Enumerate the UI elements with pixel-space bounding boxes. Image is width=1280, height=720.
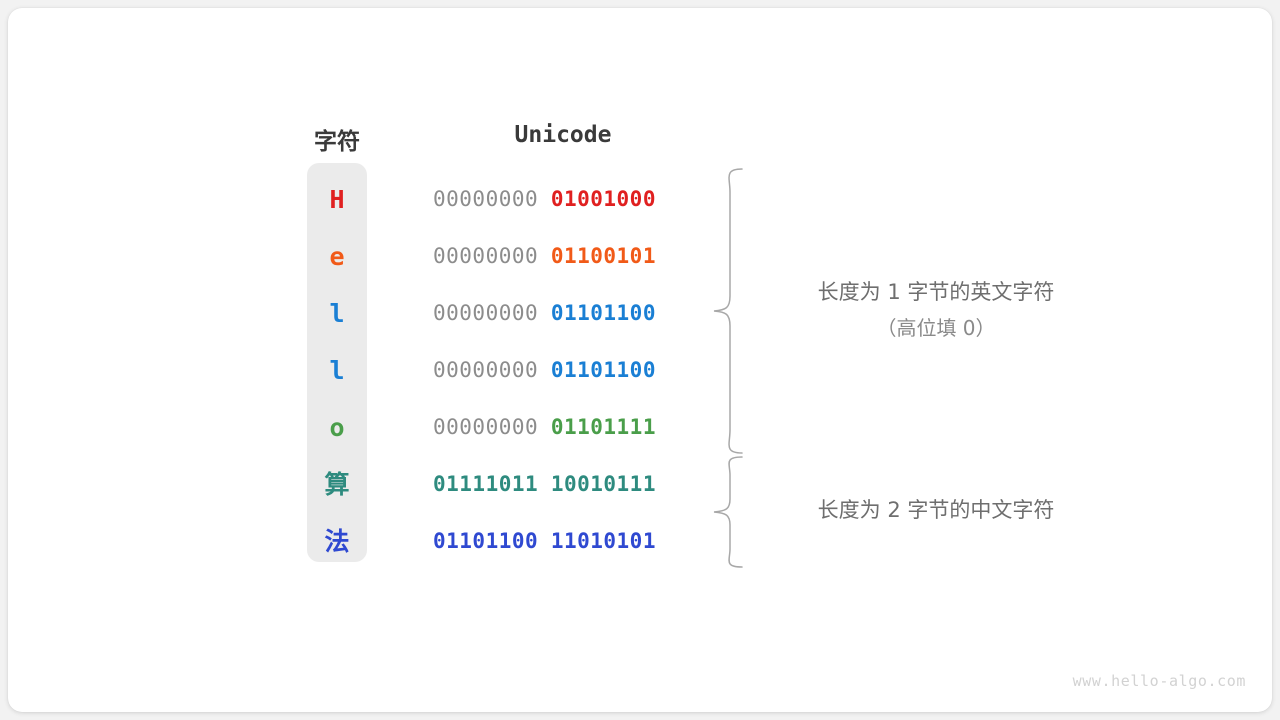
column-header-unicode: Unicode: [514, 122, 612, 148]
high-byte: 00000000: [433, 244, 539, 268]
high-byte: 00000000: [433, 187, 539, 211]
high-byte: 01111011: [433, 472, 539, 496]
row-character: o: [329, 413, 345, 442]
high-byte: 00000000: [433, 415, 539, 439]
row-unicode-bits: 01111011 10010111: [433, 456, 693, 513]
row-character: l: [329, 356, 345, 385]
diagram-card: 字符 Unicode H 00000000 01001000 e 00000000 0…: [8, 8, 1272, 712]
brace-two-byte: [713, 456, 743, 568]
row-character: e: [329, 242, 345, 271]
high-byte: 00000000: [433, 301, 539, 325]
row-character: l: [329, 299, 345, 328]
low-byte: 10010111: [550, 472, 656, 496]
annotation-one-byte-line1: 长度为 1 字节的英文字符: [817, 280, 1055, 304]
column-header-character: 字符: [314, 129, 360, 155]
diagram-stage: 字符 Unicode H 00000000 01001000 e 00000000 0…: [8, 8, 1272, 712]
low-byte: 01100101: [550, 244, 656, 268]
row-unicode-bits: 00000000 01100101: [433, 228, 693, 285]
low-byte: 01101100: [550, 301, 656, 325]
row-character: 法: [324, 527, 350, 556]
row-unicode-bits: 00000000 01101100: [433, 342, 693, 399]
row-unicode-bits: 00000000 01101100: [433, 285, 693, 342]
high-byte: 00000000: [433, 358, 539, 382]
low-byte: 01101111: [550, 415, 656, 439]
annotation-one-byte: 长度为 1 字节的英文字符 （高位填 0）: [776, 274, 1096, 346]
row-unicode-bits: 01101100 11010101: [433, 513, 693, 570]
annotation-one-byte-line2: （高位填 0）: [876, 316, 996, 340]
low-byte: 01101100: [550, 358, 656, 382]
watermark: www.hello-algo.com: [1072, 672, 1246, 690]
annotation-two-byte: 长度为 2 字节的中文字符: [776, 492, 1096, 528]
row-character: H: [329, 185, 345, 214]
character-column-panel: [307, 163, 367, 562]
row-unicode-bits: 00000000 01101111: [433, 399, 693, 456]
row-unicode-bits: 00000000 01001000: [433, 171, 693, 228]
high-byte: 01101100: [433, 529, 539, 553]
low-byte: 11010101: [550, 529, 656, 553]
annotation-two-byte-line1: 长度为 2 字节的中文字符: [817, 498, 1055, 522]
low-byte: 01001000: [550, 187, 656, 211]
row-character: 算: [324, 470, 350, 499]
brace-one-byte: [713, 168, 743, 454]
